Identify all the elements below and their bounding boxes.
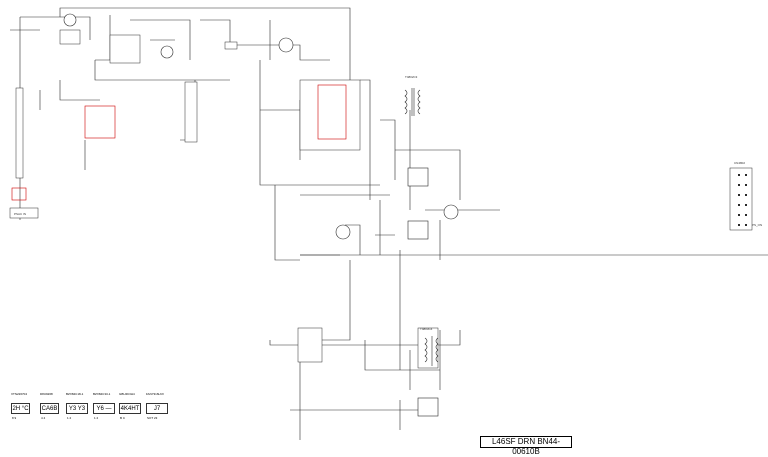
legend-block-2: CA6B bbox=[40, 403, 59, 414]
legend-header-2: D8U9268 bbox=[40, 392, 53, 396]
input-connector-label: PSAC IN bbox=[14, 212, 26, 216]
transformer-2-label: T4803C4 bbox=[420, 327, 433, 331]
connector-pins bbox=[738, 174, 747, 226]
legend-header-3: BZX84C18-1 bbox=[66, 392, 84, 396]
legend-pins-3: 1 2 bbox=[67, 416, 72, 420]
legend-block-1: 2H °C bbox=[11, 403, 30, 414]
drawing-title-box: L46SF DRN BN44-00610B bbox=[480, 436, 572, 456]
legend-pins-5: B C bbox=[120, 416, 126, 420]
connector-2-label: PS_ON bbox=[752, 223, 762, 227]
connector-1-label: CN4802 bbox=[734, 161, 745, 165]
legend-pins-6: SOT 23 bbox=[147, 416, 158, 420]
legend-header-1: VTN226704 bbox=[11, 392, 28, 396]
legend-header-6: FAN7316L6X bbox=[146, 392, 164, 396]
semiconductor-shapes bbox=[63, 13, 459, 417]
transformer-shapes bbox=[404, 88, 439, 366]
legend-pins-1: 8 9 bbox=[12, 416, 17, 420]
legend-header-4: BZX84C33-1 bbox=[93, 392, 111, 396]
component-layer bbox=[9, 29, 753, 369]
legend-block-5: 4K4HT bbox=[119, 403, 141, 414]
legend-header-5: GBU4K3H4 bbox=[119, 392, 135, 396]
legend-block-3: Y3 Y3 bbox=[66, 403, 88, 414]
highlight-layer bbox=[11, 84, 347, 201]
legend-block-4: Y6 — bbox=[93, 403, 115, 414]
transformer-1-label: T4802C3 bbox=[405, 75, 418, 79]
legend-pins-2: 4 4 bbox=[41, 416, 46, 420]
wire-layer bbox=[10, 7, 768, 440]
legend-block-6: J7 bbox=[146, 403, 168, 414]
legend-pins-4: 1 2 bbox=[94, 416, 99, 420]
